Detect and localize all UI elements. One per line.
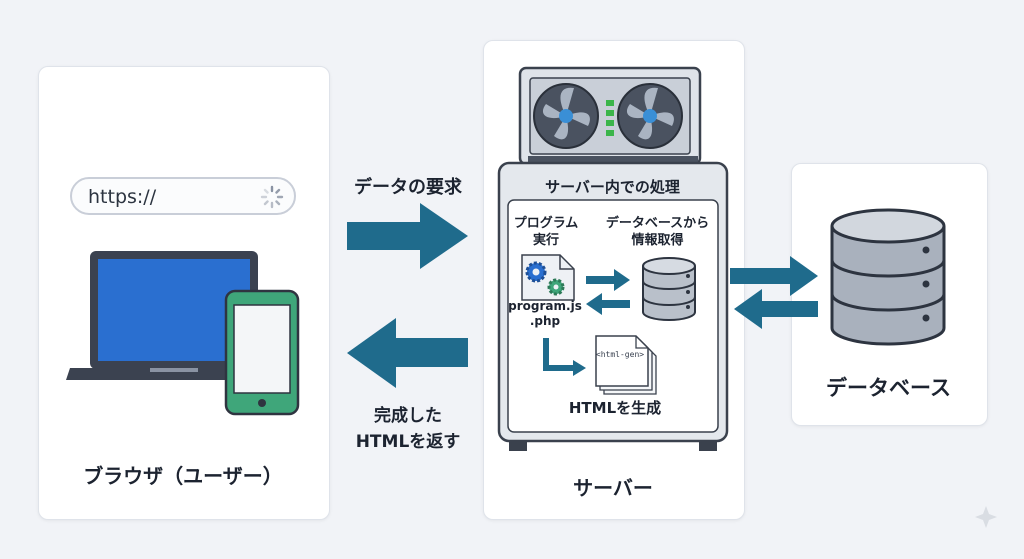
query-arrow-right	[586, 269, 630, 291]
return-label-line1: 完成した	[374, 406, 442, 426]
url-text: https://	[88, 186, 157, 208]
fetch-label-line2: 情報取得	[631, 233, 684, 248]
server-to-db-arrow	[730, 256, 818, 296]
request-label: データの要求	[354, 177, 462, 198]
file-label-line1: program.js	[508, 299, 582, 313]
browser-label: ブラウザ（ユーザー）	[83, 464, 283, 488]
return-label-line2: HTMLを返す	[355, 432, 461, 452]
db-to-server-arrow	[734, 289, 818, 329]
server-fan-unit	[518, 66, 702, 166]
fetch-label-line1: データベースから	[605, 216, 710, 231]
generate-arrow	[543, 338, 586, 376]
url-bar[interactable]: https://	[70, 177, 296, 215]
program-file-icon	[521, 254, 575, 301]
laptop-icon	[66, 251, 282, 380]
query-arrow-left	[586, 293, 630, 315]
status-led	[606, 100, 614, 136]
database-icon	[830, 208, 946, 346]
fan-icon	[533, 83, 599, 149]
server-label: サーバー	[573, 476, 653, 500]
gear-icon	[525, 261, 547, 283]
html-file-code-label: <html-gen>	[595, 350, 645, 359]
database-label: データベース	[826, 376, 951, 400]
gear-icon	[547, 278, 565, 296]
sparkle-icon	[975, 506, 997, 528]
program-label-line2: 実行	[532, 233, 559, 248]
program-label-line1: プログラム	[513, 216, 579, 231]
small-database-icon	[642, 257, 696, 321]
generate-html-label: HTMLを生成	[568, 399, 662, 417]
smartphone-icon	[224, 289, 300, 416]
fan-icon	[617, 83, 683, 149]
return-arrow	[347, 318, 468, 388]
html-file-icon	[595, 335, 657, 395]
file-label-line2: .php	[529, 314, 561, 328]
loading-spinner-icon	[260, 185, 284, 209]
server-process-title: サーバー内での処理	[545, 178, 680, 196]
request-arrow	[347, 203, 468, 269]
